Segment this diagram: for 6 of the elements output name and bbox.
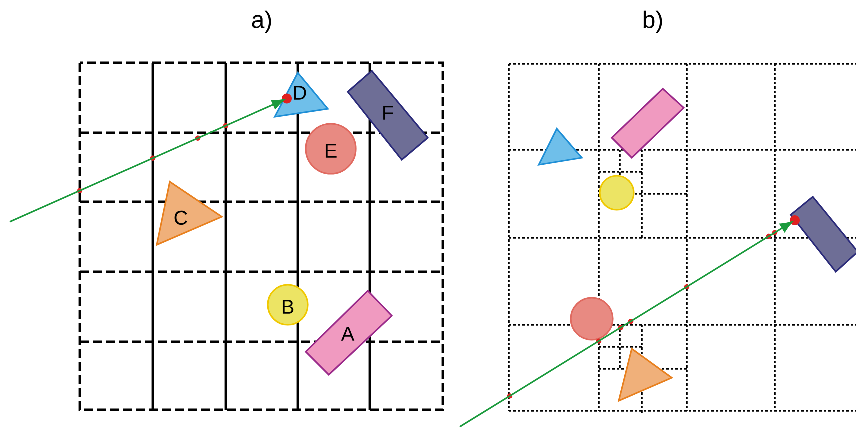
circle-shape	[570, 297, 614, 341]
panel-label: a)	[252, 10, 272, 34]
ray-arrow	[460, 222, 793, 427]
panel-label: b)	[644, 10, 662, 34]
ray-arrow	[10, 99, 285, 223]
circle-shape	[599, 175, 635, 211]
